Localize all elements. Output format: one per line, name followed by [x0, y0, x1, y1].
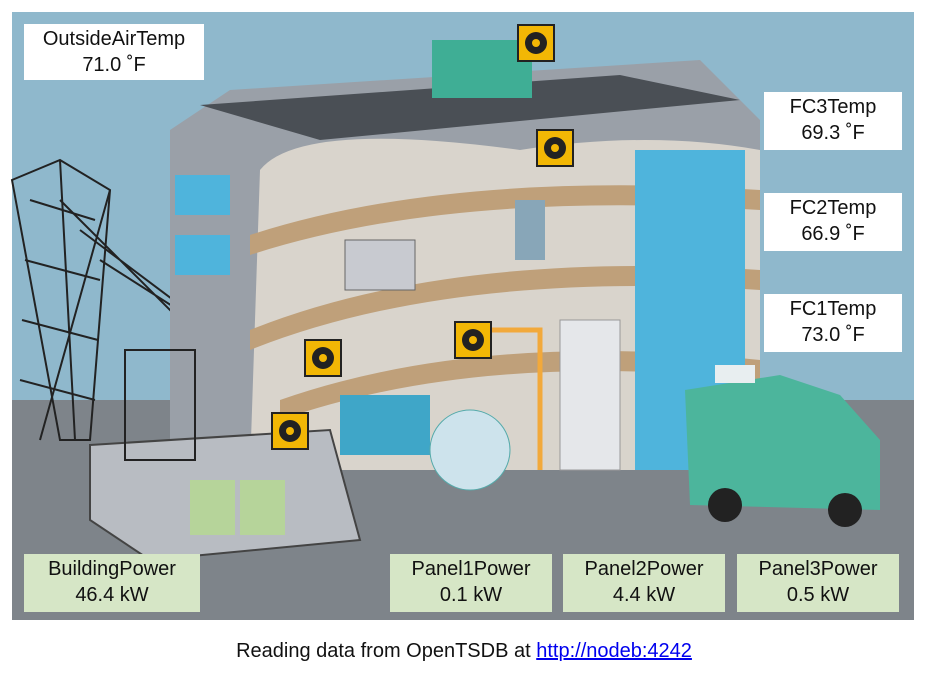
panel1-power-title: Panel1Power — [411, 558, 531, 580]
fan-sensor-icon — [304, 339, 342, 377]
panel1-power-label: Panel1Power 0.1 kW — [390, 554, 552, 612]
outside-air-temp-title: OutsideAirTemp — [42, 28, 186, 50]
fan-sensor-icon — [454, 321, 492, 359]
fan-sensor-icon — [536, 129, 574, 167]
fan-sensor-icon — [271, 412, 309, 450]
fc3-temp-value: 69.3 ˚F — [801, 122, 865, 144]
fc1-temp-value: 73.0 ˚F — [801, 324, 865, 346]
building — [170, 60, 760, 491]
fc2-temp-title: FC2Temp — [789, 197, 877, 219]
building-power-title: BuildingPower — [48, 558, 176, 580]
opentsdb-link[interactable]: http://nodeb:4242 — [536, 640, 692, 662]
panel3-power-label: Panel3Power 0.5 kW — [737, 554, 899, 612]
panel2-power-label: Panel2Power 4.4 kW — [563, 554, 725, 612]
van-icon — [685, 365, 880, 527]
panel3-power-value: 0.5 kW — [786, 584, 850, 606]
fc3-temp-title: FC3Temp — [789, 96, 877, 118]
panel3-power-title: Panel3Power — [758, 558, 878, 580]
fc1-temp-title: FC1Temp — [789, 298, 877, 320]
panel2-power-value: 4.4 kW — [612, 584, 676, 606]
panel2-power-title: Panel2Power — [584, 558, 704, 580]
fan-sensor-icon — [517, 24, 555, 62]
fc3-temp-label: FC3Temp 69.3 ˚F — [764, 92, 902, 150]
transformer-fence — [89, 349, 362, 562]
outside-air-temp-value: 71.0 ˚F — [82, 54, 146, 76]
footer-text: Reading data from OpenTSDB at — [236, 640, 537, 662]
building-power-value: 46.4 kW — [75, 584, 149, 606]
panel1-power-value: 0.1 kW — [439, 584, 503, 606]
fc2-temp-label: FC2Temp 66.9 ˚F — [764, 193, 902, 251]
footer-status: Reading data from OpenTSDB at http://nod… — [0, 640, 928, 663]
fc1-temp-label: FC1Temp 73.0 ˚F — [764, 294, 902, 352]
building-power-label: BuildingPower 46.4 kW — [24, 554, 200, 612]
outside-air-temp-label: OutsideAirTemp 71.0 ˚F — [24, 24, 204, 80]
building-cutaway-illustration — [10, 12, 914, 620]
rooftop-unit — [432, 40, 532, 98]
fc2-temp-value: 66.9 ˚F — [801, 223, 865, 245]
